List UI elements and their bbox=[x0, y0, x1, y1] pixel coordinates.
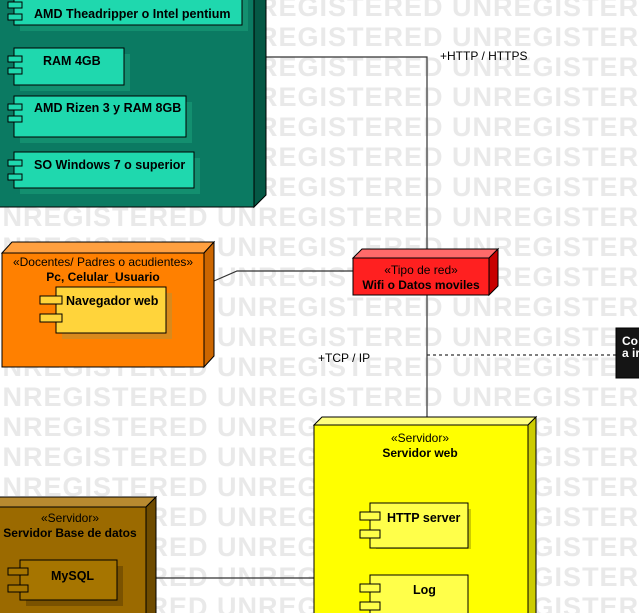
node-top bbox=[351, 248, 500, 259]
node-stereotype: «Docentes/ Padres o acudientes» bbox=[13, 255, 193, 269]
component-port bbox=[359, 583, 381, 593]
component-port bbox=[39, 313, 63, 323]
network-node[interactable]: «Tipo de red» Wifi o Datos moviles bbox=[351, 247, 500, 297]
http-server-component[interactable]: HTTP server bbox=[359, 502, 471, 549]
component-port bbox=[7, 1, 23, 9]
node-side bbox=[253, 0, 267, 209]
requirement-component[interactable]: AMD Theadripper o Intel pentium bbox=[7, 0, 248, 31]
node-front bbox=[352, 257, 490, 296]
node-top bbox=[0, 241, 216, 254]
component-port bbox=[7, 159, 23, 167]
node-side bbox=[203, 240, 215, 369]
component-port bbox=[359, 601, 381, 611]
component-label: SO Windows 7 o superior bbox=[34, 158, 185, 172]
mysql-component[interactable]: MySQL bbox=[7, 559, 123, 606]
component-body bbox=[13, 47, 125, 86]
component-port bbox=[7, 173, 23, 181]
component-body bbox=[55, 286, 167, 334]
node-name: Pc, Celular_Usuario bbox=[46, 270, 159, 284]
component-port bbox=[7, 13, 23, 21]
note-line: Co bbox=[622, 334, 638, 348]
component-body bbox=[369, 502, 469, 549]
node-stereotype: «Servidor» bbox=[41, 511, 99, 525]
component-label: AMD Theadripper o Intel pentium bbox=[34, 7, 231, 21]
http-link-label: +HTTP / HTTPS bbox=[440, 49, 527, 63]
component-label: RAM 4GB bbox=[43, 54, 101, 68]
log-component[interactable]: Log bbox=[359, 574, 469, 613]
component-port bbox=[359, 511, 381, 521]
node-stereotype: «Servidor» bbox=[391, 431, 449, 445]
component-port bbox=[359, 529, 381, 539]
node-side bbox=[145, 495, 157, 613]
tcp-link-label: +TCP / IP bbox=[318, 351, 370, 365]
component-port bbox=[39, 295, 63, 305]
note[interactable]: Co a ir bbox=[615, 327, 639, 379]
component-port bbox=[7, 115, 23, 123]
component-port bbox=[7, 103, 23, 111]
component-port bbox=[7, 67, 23, 75]
component-label: Navegador web bbox=[66, 294, 159, 308]
node-name: Servidor web bbox=[382, 446, 457, 460]
watermark-text: UNREGISTERED UNREGISTERED UNREGISTERED U… bbox=[0, 382, 639, 412]
node-top bbox=[312, 416, 538, 426]
link-client-network[interactable] bbox=[213, 270, 353, 282]
component-body bbox=[13, 0, 243, 26]
component-label: AMD Rizen 3 y RAM 8GB bbox=[34, 101, 181, 115]
requirement-component[interactable]: RAM 4GB bbox=[7, 47, 130, 91]
link-requirements-network[interactable] bbox=[266, 56, 428, 252]
component-port bbox=[7, 567, 29, 576]
node-name: Servidor Base de datos bbox=[3, 526, 137, 540]
client-node[interactable]: «Docentes/ Padres o acudientes» Pc, Celu… bbox=[0, 240, 216, 369]
component-body bbox=[19, 559, 118, 601]
component-body bbox=[13, 95, 187, 138]
node-name: Wifi o Datos moviles bbox=[362, 278, 480, 292]
component-body bbox=[369, 574, 469, 613]
component-label: HTTP server bbox=[387, 511, 461, 525]
component-port bbox=[7, 584, 29, 593]
browser-component[interactable]: Navegador web bbox=[39, 286, 172, 339]
requirement-component[interactable]: AMD Rizen 3 y RAM 8GB bbox=[7, 95, 192, 143]
component-label: Log bbox=[413, 583, 436, 597]
requirement-component[interactable]: SO Windows 7 o superior bbox=[7, 151, 200, 194]
node-top bbox=[0, 496, 158, 508]
requirements-node[interactable]: AMD Theadripper o Intel pentium RAM 4GB … bbox=[0, 0, 267, 209]
connections bbox=[156, 56, 616, 579]
component-body bbox=[13, 151, 195, 189]
component-port bbox=[7, 55, 23, 63]
note-line: a ir bbox=[622, 346, 639, 360]
note-body bbox=[615, 327, 639, 379]
node-side bbox=[527, 415, 537, 613]
web-server-node[interactable]: «Servidor» Servidor web HTTP server Log bbox=[312, 415, 538, 613]
component-label: MySQL bbox=[51, 569, 94, 583]
node-stereotype: «Tipo de red» bbox=[384, 263, 458, 277]
db-server-node[interactable]: «Servidor» Servidor Base de datos MySQL bbox=[0, 495, 158, 613]
